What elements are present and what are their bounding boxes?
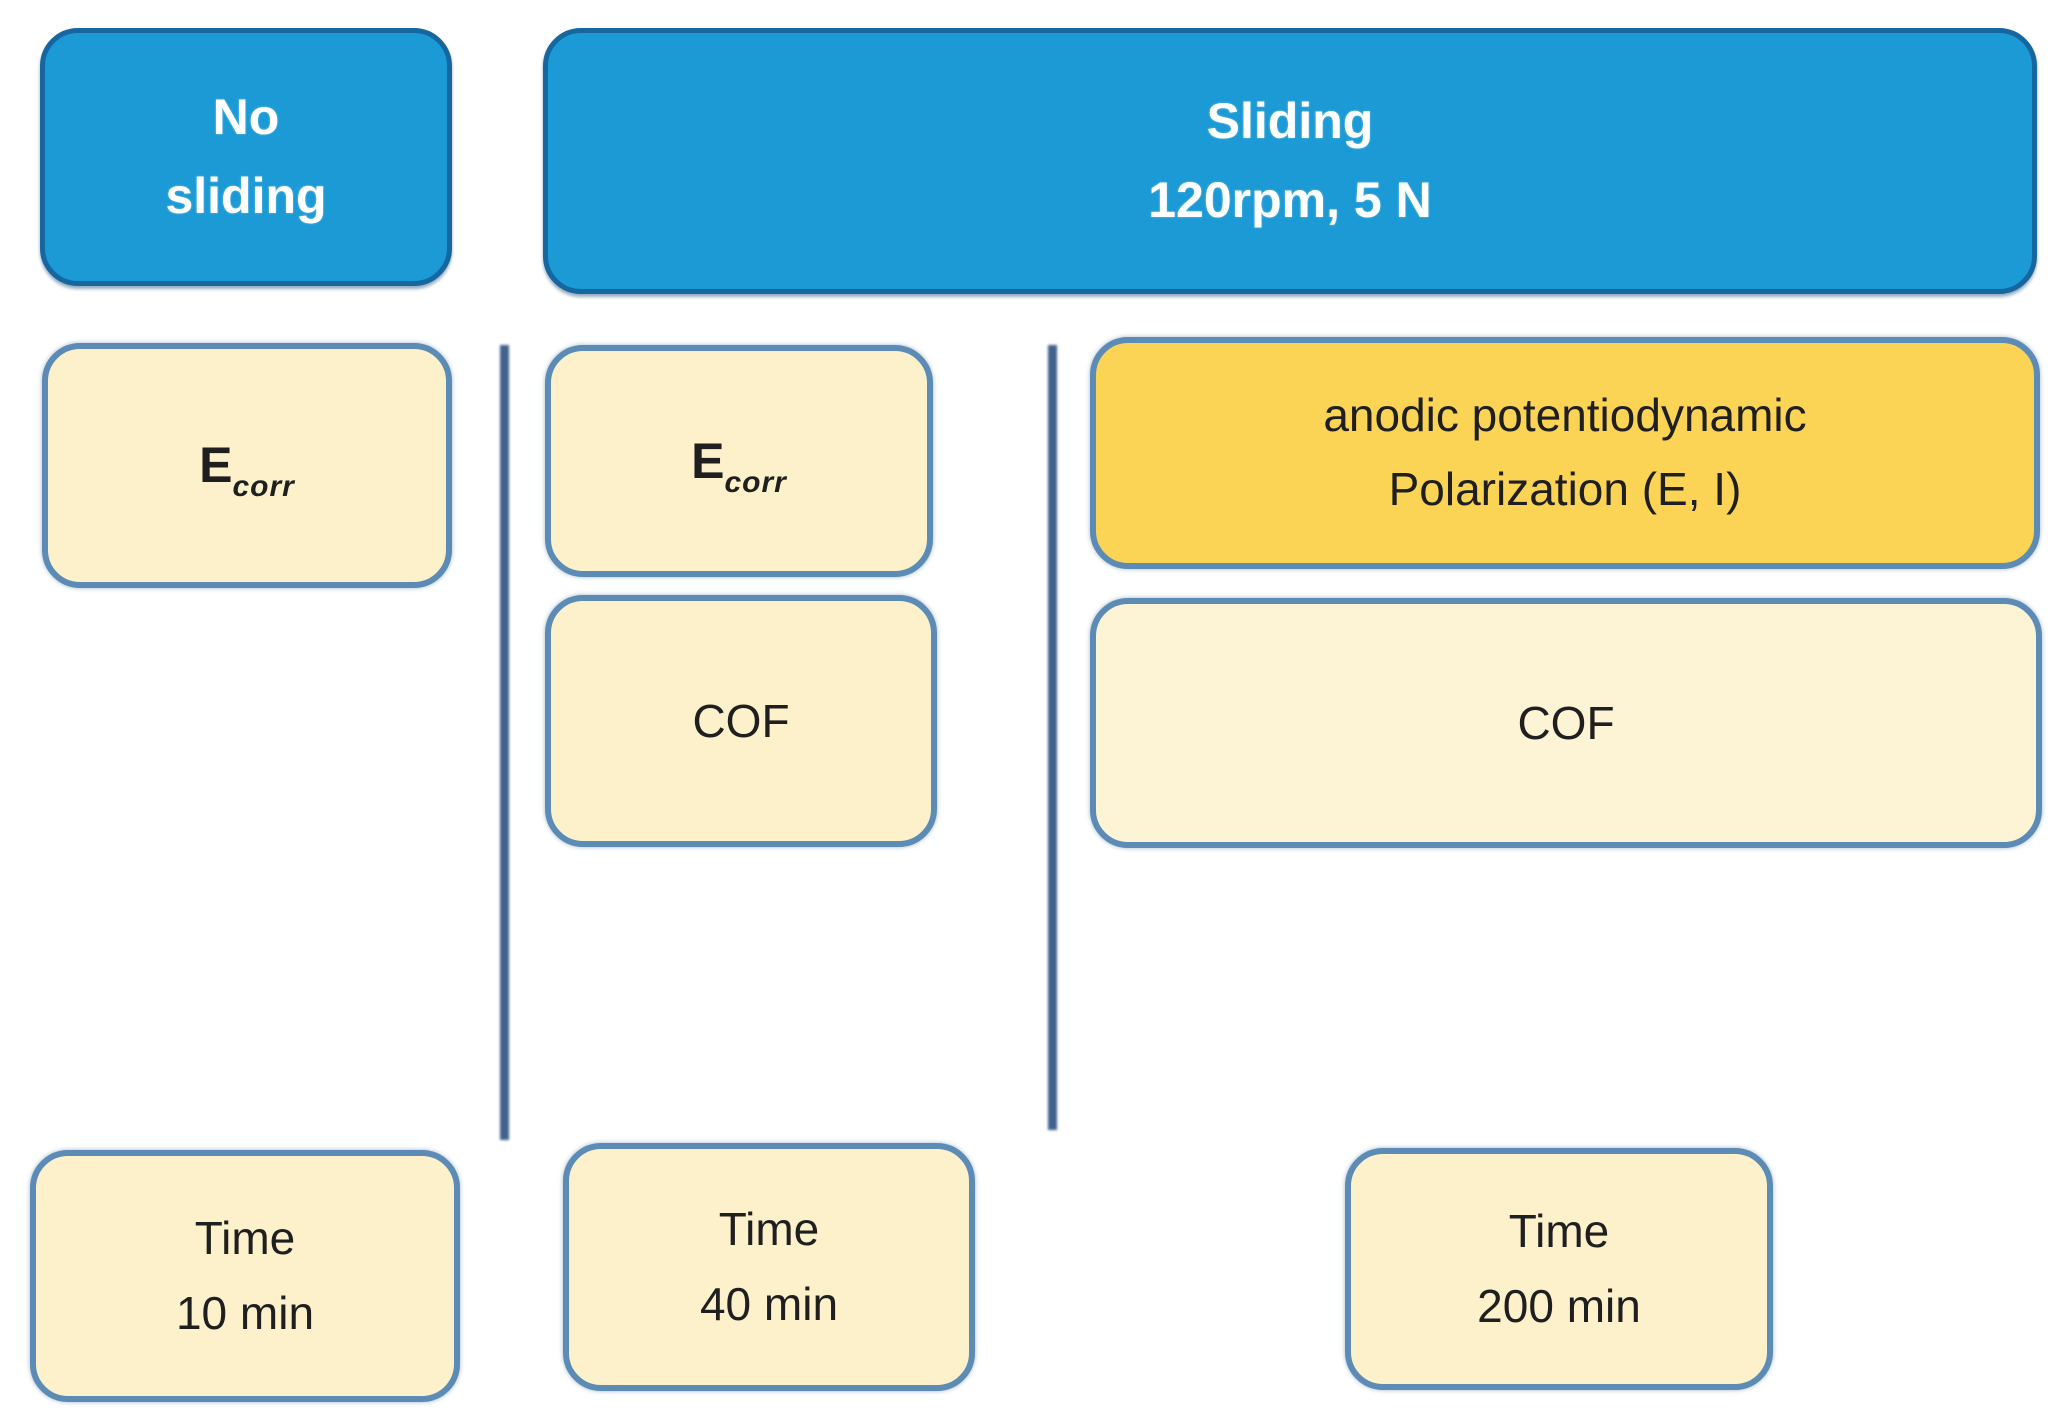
cof-label: COF xyxy=(692,694,790,747)
box-anodic-potentiodynamic-polarization: anodic potentiodynamic Polarization (E, … xyxy=(1090,337,2040,569)
time-10-line1: Time xyxy=(194,1212,296,1265)
column-divider-line-1 xyxy=(500,345,509,1140)
anodic-line2: Polarization (E, I) xyxy=(1388,463,1742,515)
time-40-line1: Time xyxy=(718,1203,820,1256)
box-time-10min: Time 10 min xyxy=(30,1150,460,1402)
time-200-line2: 200 min xyxy=(1477,1280,1641,1332)
header-no-sliding: No sliding xyxy=(40,28,452,286)
header-sliding-line2: 120rpm, 5 N xyxy=(1148,172,1432,228)
box-cof-sliding: COF xyxy=(545,595,937,847)
header-sliding-line1: Sliding xyxy=(1206,93,1374,149)
time-40-line2: 40 min xyxy=(699,1278,839,1330)
header-no-sliding-line2: sliding xyxy=(165,168,327,224)
column-divider-line-2 xyxy=(1048,345,1057,1130)
ecorr-label: Ecorr xyxy=(691,432,787,499)
time-10-line2: 10 min xyxy=(175,1287,315,1339)
ecorr-label: Ecorr xyxy=(199,437,295,503)
box-time-200min: Time 200 min xyxy=(1345,1148,1773,1390)
time-200-line1: Time xyxy=(1508,1205,1610,1258)
anodic-line1: anodic potentiodynamic xyxy=(1323,389,1807,442)
cof-label: COF xyxy=(1517,696,1615,749)
box-ecorr-no-sliding: Ecorr xyxy=(42,343,452,588)
header-no-sliding-line1: No xyxy=(212,89,280,145)
box-ecorr-sliding: Ecorr xyxy=(545,345,933,577)
box-cof-polarization: COF xyxy=(1090,598,2042,848)
box-time-40min: Time 40 min xyxy=(563,1143,975,1391)
header-sliding: Sliding 120rpm, 5 N xyxy=(543,28,2037,294)
